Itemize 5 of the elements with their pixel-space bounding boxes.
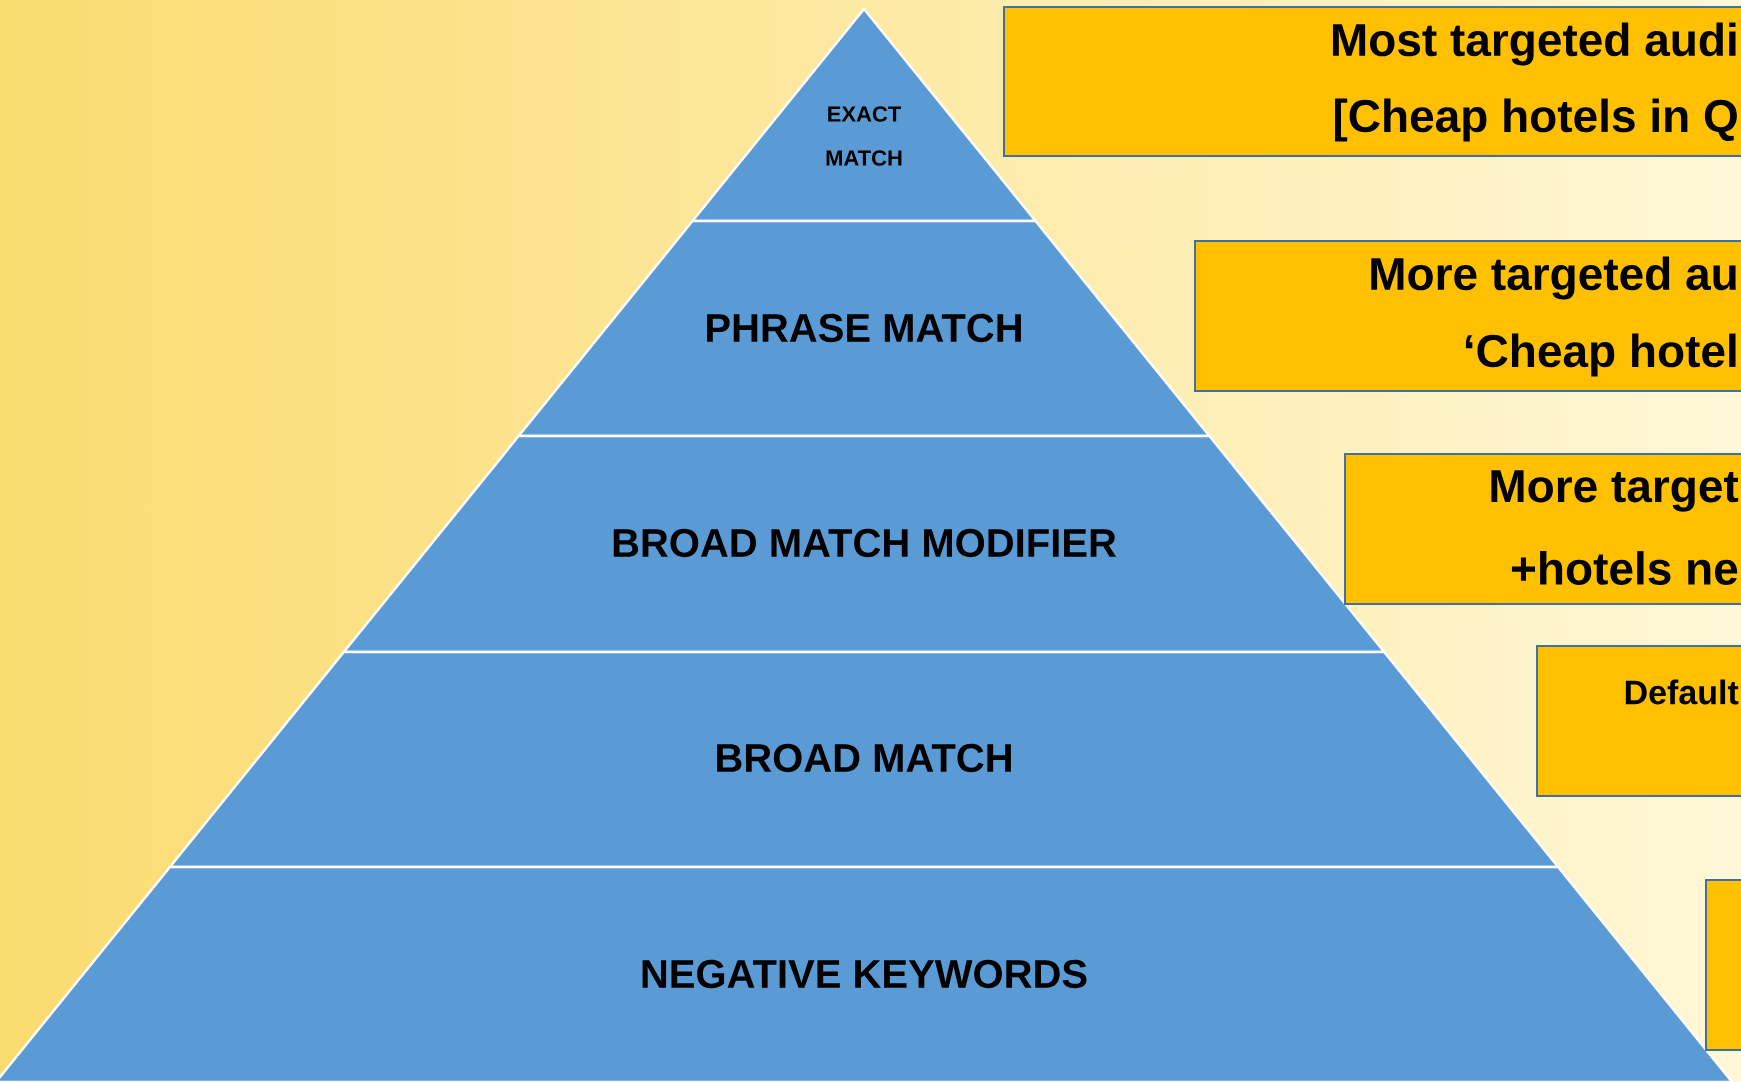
callout-box — [1705, 879, 1741, 1051]
callout-box: More target +hotels ne — [1344, 453, 1741, 605]
callout-box: More targeted au ‘Cheap hotel — [1194, 240, 1741, 392]
callout-box: Most targeted audi [Cheap hotels in Q — [1003, 6, 1741, 157]
callout-box: Default — [1536, 645, 1741, 797]
